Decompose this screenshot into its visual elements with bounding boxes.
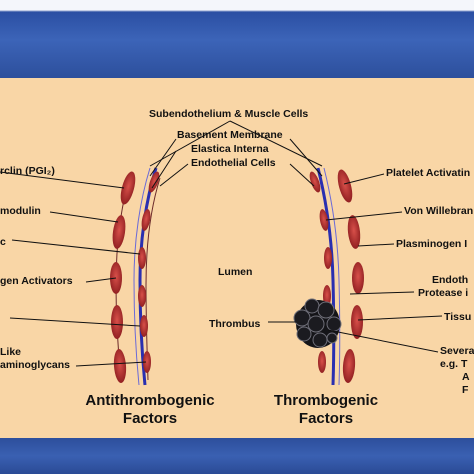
right-factor-label: F	[462, 384, 469, 396]
left-factor-label: aminoglycans	[0, 359, 71, 371]
left-endothelial-cell	[138, 247, 146, 269]
left-factor-label: modulin	[0, 205, 41, 217]
left-endothelial-cell	[143, 351, 151, 373]
right-muscle-cell	[351, 305, 363, 339]
right-endothelial-cell	[319, 209, 329, 231]
right-factor-label: A	[462, 371, 470, 383]
caption-line: Factors	[298, 410, 354, 427]
left-endothelial-cell	[138, 285, 146, 307]
left-endothelial-cell	[140, 315, 148, 337]
elastica-interna-label: Elastica Interna	[191, 143, 269, 155]
left-muscle-cell	[111, 305, 123, 339]
caption-line: Antithrombogenic	[85, 392, 215, 409]
left-factor-label: gen Activators	[0, 275, 73, 287]
left-basement-membrane	[138, 167, 158, 386]
lumen-label: Lumen	[218, 266, 253, 278]
right-factor-label: Tissu	[444, 311, 472, 323]
caption-line: Thrombogenic	[273, 392, 379, 409]
left-factor-label: Like	[0, 346, 22, 358]
right-endothelial-cell	[318, 351, 326, 373]
left-factor-label: rclin (PGI₂)	[0, 165, 55, 177]
header-band	[0, 0, 474, 78]
endothelial-cells-label: Endothelial Cells	[191, 157, 276, 169]
right-muscle-cell	[337, 169, 353, 203]
left-vessel-wall	[110, 167, 161, 386]
right-factor-label: Endoth	[432, 274, 469, 286]
left-endothelial-cell	[148, 171, 160, 193]
caption-line: Factors	[122, 410, 178, 427]
left-endo-line	[145, 177, 161, 381]
right-muscle-cell	[352, 262, 364, 294]
left-factor-label: c	[0, 236, 6, 248]
footer-band	[0, 438, 474, 474]
right-factor-label: Von Willebran	[404, 205, 474, 217]
right-factor-label: Platelet Activatin	[386, 167, 471, 179]
right-muscle-cell	[342, 349, 356, 383]
left-outer-membrane	[133, 167, 151, 386]
left-muscle-cell	[112, 215, 126, 249]
right-endothelial-cell	[324, 247, 332, 269]
thrombus-clot	[293, 298, 342, 348]
subendothelium-label: Subendothelium & Muscle Cells	[149, 108, 309, 120]
antithrombogenic-caption: Antithrombogenic Factors	[70, 392, 230, 428]
thrombus-label: Thrombus	[209, 318, 261, 330]
right-factor-label: Protease i	[418, 287, 469, 299]
pointer-lines	[0, 120, 443, 367]
basement-membrane-label: Basement Membrane	[177, 129, 283, 141]
right-factor-label: e.g. T	[440, 358, 468, 370]
right-muscle-cell	[347, 215, 361, 249]
right-vessel-wall	[309, 167, 364, 386]
left-muscle-cell	[113, 349, 127, 383]
right-factor-label: Severa	[440, 345, 474, 357]
right-outer-membrane	[323, 167, 341, 386]
right-factor-label: Plasminogen I	[396, 238, 468, 250]
thrombogenic-caption: Thrombogenic Factors	[246, 392, 406, 428]
diagram-panel	[0, 78, 474, 438]
left-muscle-cell	[120, 171, 136, 205]
right-endothelial-cell	[309, 171, 321, 193]
right-basement-membrane	[316, 167, 336, 386]
left-endothelial-cell	[141, 209, 151, 231]
